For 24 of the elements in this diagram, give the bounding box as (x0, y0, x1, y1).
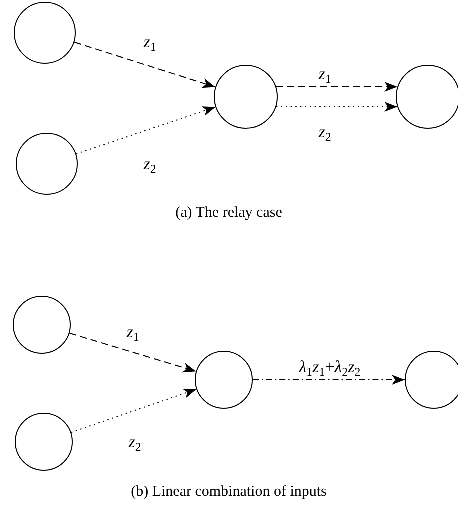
node-circle (16, 133, 78, 195)
edge-label: z$_{1}$ (318, 66, 332, 82)
node-circle (195, 351, 253, 409)
arrow (70, 388, 198, 434)
edge-label: z$_{1}$ (126, 324, 140, 340)
caption: (b) Linear combination of inputs (130, 484, 328, 501)
edge-label: λ$_{1}$z$_{1}$+λ$_{2}$z$_{2}$ (299, 358, 361, 376)
arrow (69, 332, 197, 373)
arrow (276, 102, 398, 112)
edge-label: z$_{2}$ (128, 434, 142, 450)
node-circle (15, 413, 73, 471)
arrow (276, 82, 398, 92)
edge-label: z$_{2}$ (144, 156, 156, 172)
edge-label: z$_{1}$ (144, 34, 156, 50)
node-circle (14, 2, 76, 64)
arrow (76, 106, 216, 155)
node-circle (396, 65, 458, 129)
arrow (74, 42, 216, 88)
node-circle (13, 296, 71, 354)
caption: (a) The relay case (174, 205, 284, 222)
edge-label: z$_{2}$ (318, 124, 332, 140)
arrow (252, 375, 406, 385)
node-circle (405, 351, 458, 409)
node-circle (214, 65, 278, 129)
